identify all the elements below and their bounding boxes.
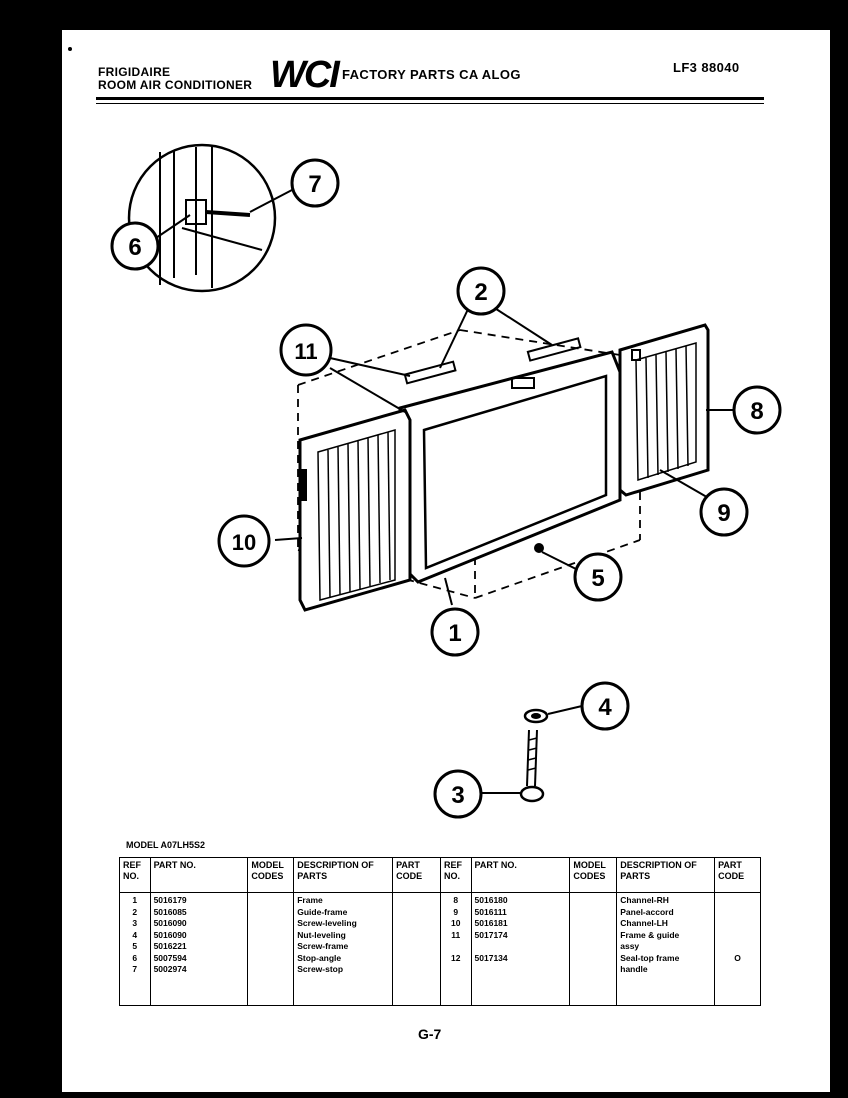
col-header-desc-2: DESCRIPTION OF PARTS: [616, 857, 716, 893]
brand-line-1: FRIGIDAIRE: [98, 65, 171, 79]
left-descriptions: Frame Guide-frame Screw-leveling Nut-lev…: [293, 892, 394, 1006]
left-part-numbers: 5016179 5016085 5016090 5016090 5016221 …: [149, 892, 249, 1006]
page-number: G-7: [418, 1026, 442, 1042]
callout-circle-8: [732, 385, 782, 435]
catalog-title: FACTORY PARTS CA ALOG: [342, 67, 521, 82]
brand-line-2: ROOM AIR CONDITIONER: [98, 78, 253, 92]
col-header-model-2: MODEL CODES: [569, 857, 618, 893]
callout-label-11: 11: [294, 339, 317, 364]
callout-circle-10: [217, 514, 271, 568]
callout-circle-2: [456, 266, 506, 316]
callout-circle-7: [290, 158, 340, 208]
left-part-codes: [392, 892, 441, 1006]
callout-label-7: 7: [308, 171, 321, 198]
scan-speck: [68, 47, 72, 51]
callout-label-5: 5: [591, 565, 604, 592]
callout-circle-9: [699, 487, 749, 537]
col-header-model: MODEL CODES: [247, 857, 295, 893]
detail-inset-circle: [127, 143, 277, 293]
right-descriptions: Channel-RH Panel-accord Channel-LH Frame…: [616, 892, 716, 1006]
exploded-parts-diagram: 1 2 3 4 5 6 7 8 9 10 11: [110, 143, 782, 819]
right-ref-numbers: 8 9 10 11 12: [439, 892, 472, 1006]
left-model-codes: [247, 892, 295, 1006]
table-header-row: REF NO. PART NO. MODEL CODES DESCRIPTION…: [119, 857, 761, 893]
right-part-numbers: 5016180 5016111 5016181 5017174 5017134: [470, 892, 571, 1006]
callout-label-1: 1: [448, 620, 461, 647]
callout-label-8: 8: [750, 398, 763, 425]
header-rule: [96, 97, 764, 100]
callout-circle-3: [433, 769, 483, 819]
table-body-row: 1 2 3 4 5 6 7 5016179 5016085 5016090 50…: [119, 892, 761, 1006]
right-part-codes: O: [714, 892, 761, 1006]
header-rule-thin: [96, 103, 764, 104]
callout-circle-11: [279, 323, 333, 377]
brand-block: FRIGIDAIRE ROOM AIR CONDITIONER: [98, 66, 252, 92]
callout-circle-6: [110, 221, 160, 271]
callout-label-3: 3: [451, 782, 464, 809]
col-header-part: PART NO.: [149, 857, 249, 893]
col-header-code: PART CODE: [392, 857, 441, 893]
col-header-ref-2: REF NO.: [439, 857, 472, 893]
callout-label-2: 2: [474, 279, 487, 306]
right-model-codes: [569, 892, 618, 1006]
parts-table: REF NO. PART NO. MODEL CODES DESCRIPTION…: [119, 857, 761, 1006]
callout-label-6: 6: [128, 234, 141, 261]
publication-number: LF3 88040: [673, 60, 740, 75]
model-label: MODEL A07LH5S2: [126, 840, 206, 850]
callout-label-4: 4: [598, 694, 612, 721]
col-header-part-2: PART NO.: [470, 857, 571, 893]
callout-circle-1: [430, 607, 480, 657]
callout-label-10: 10: [232, 530, 256, 555]
left-ref-numbers: 1 2 3 4 5 6 7: [119, 892, 151, 1006]
callout-label-9: 9: [717, 500, 730, 527]
col-header-ref: REF NO.: [119, 857, 151, 893]
col-header-desc: DESCRIPTION OF PARTS: [293, 857, 394, 893]
scan-speck: [56, 46, 60, 50]
wci-logo: WCI: [270, 54, 340, 96]
callout-circle-4: [580, 681, 630, 731]
callout-circle-5: [573, 552, 623, 602]
col-header-code-2: PART CODE: [714, 857, 761, 893]
